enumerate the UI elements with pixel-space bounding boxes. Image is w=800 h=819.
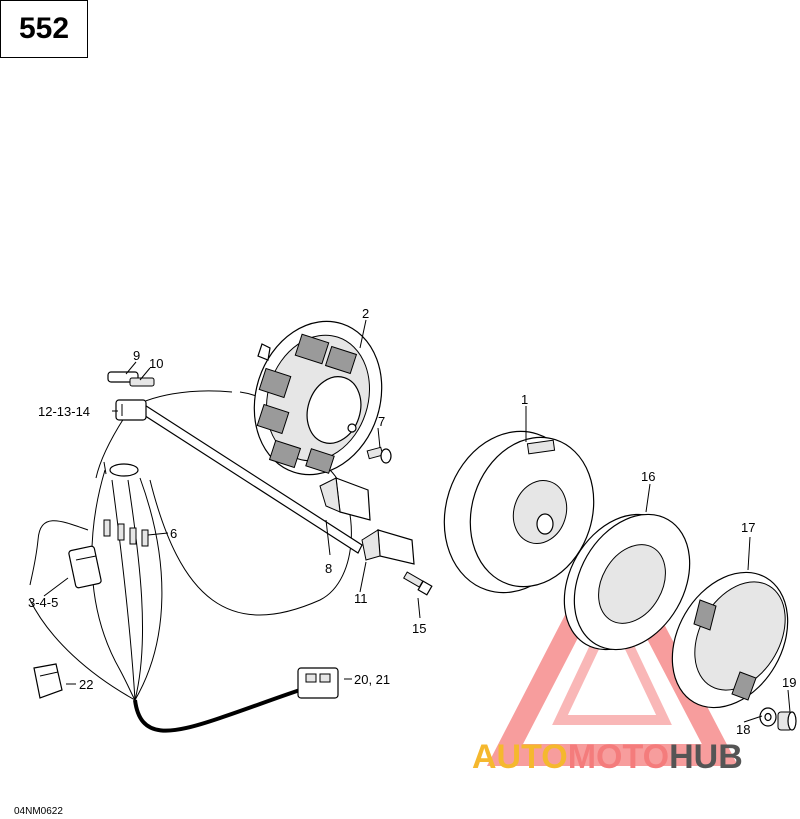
watermark-moto: MOTO (568, 738, 669, 776)
callout-12-13-14: 12-13-14 (38, 404, 90, 419)
callout-6: 6 (170, 526, 177, 541)
stator-screw (366, 446, 392, 464)
callout-9: 9 (133, 348, 140, 363)
sensor-bracket (361, 529, 415, 565)
watermark-auto: AUTO (472, 738, 568, 776)
watermark-text: AUTOMOTOHUB (472, 738, 743, 776)
wire-terminals-6 (103, 519, 149, 547)
starter-ring (563, 513, 691, 651)
callout-22: 22 (79, 677, 93, 692)
harness-grommet (103, 461, 139, 477)
starter-cup (671, 571, 789, 709)
callout-1: 1 (521, 392, 528, 407)
connector-22 (33, 663, 63, 699)
connector-12-13-14 (115, 399, 147, 421)
callout-15: 15 (412, 621, 426, 636)
callout-10: 10 (149, 356, 163, 371)
trigger-coil (319, 477, 371, 521)
page-number: 552 (18, 12, 70, 45)
connector-20-21 (297, 667, 339, 699)
callout-3-4-5: 3-4-5 (28, 595, 58, 610)
figure-code: 04NM0622 (14, 806, 63, 817)
leader-lines (43, 319, 791, 723)
watermark-hub: HUB (669, 738, 743, 776)
callout-17: 17 (741, 520, 755, 535)
callout-8: 8 (325, 561, 332, 576)
sensor-bolt (403, 571, 433, 596)
stator-assembly (253, 320, 383, 476)
connector-3-4-5 (68, 545, 102, 589)
washer (759, 707, 777, 727)
callout-16: 16 (641, 469, 655, 484)
watermark-triangle (486, 524, 739, 766)
callout-20-21: 20, 21 (354, 672, 390, 687)
callout-19: 19 (782, 675, 796, 690)
flywheel (443, 430, 595, 594)
callout-18: 18 (736, 722, 750, 737)
terminal-9-10 (107, 371, 155, 387)
page-number-box: 552 (0, 0, 88, 58)
callout-2: 2 (362, 306, 369, 321)
wire-harness (29, 390, 352, 733)
flywheel-bolt (777, 711, 797, 731)
callout-11: 11 (354, 591, 368, 606)
callout-7: 7 (378, 414, 385, 429)
callout-labels: 1 2 3-4-5 6 7 8 9 10 11 12-13-14 15 16 1… (28, 306, 796, 737)
